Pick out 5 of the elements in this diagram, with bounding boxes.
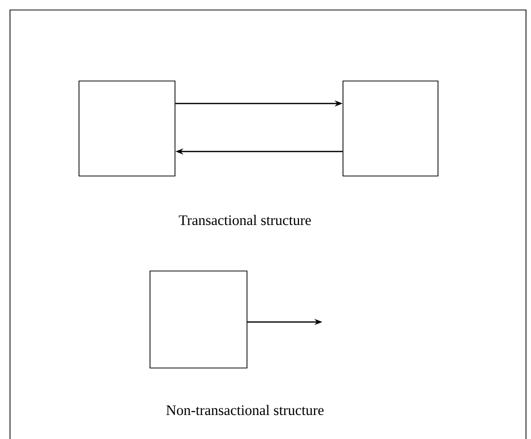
box — [150, 270, 248, 368]
box — [342, 80, 438, 176]
caption-text: Non-transactional structure — [166, 404, 324, 416]
box — [78, 80, 176, 176]
caption-text: Transactional structure — [178, 214, 311, 226]
